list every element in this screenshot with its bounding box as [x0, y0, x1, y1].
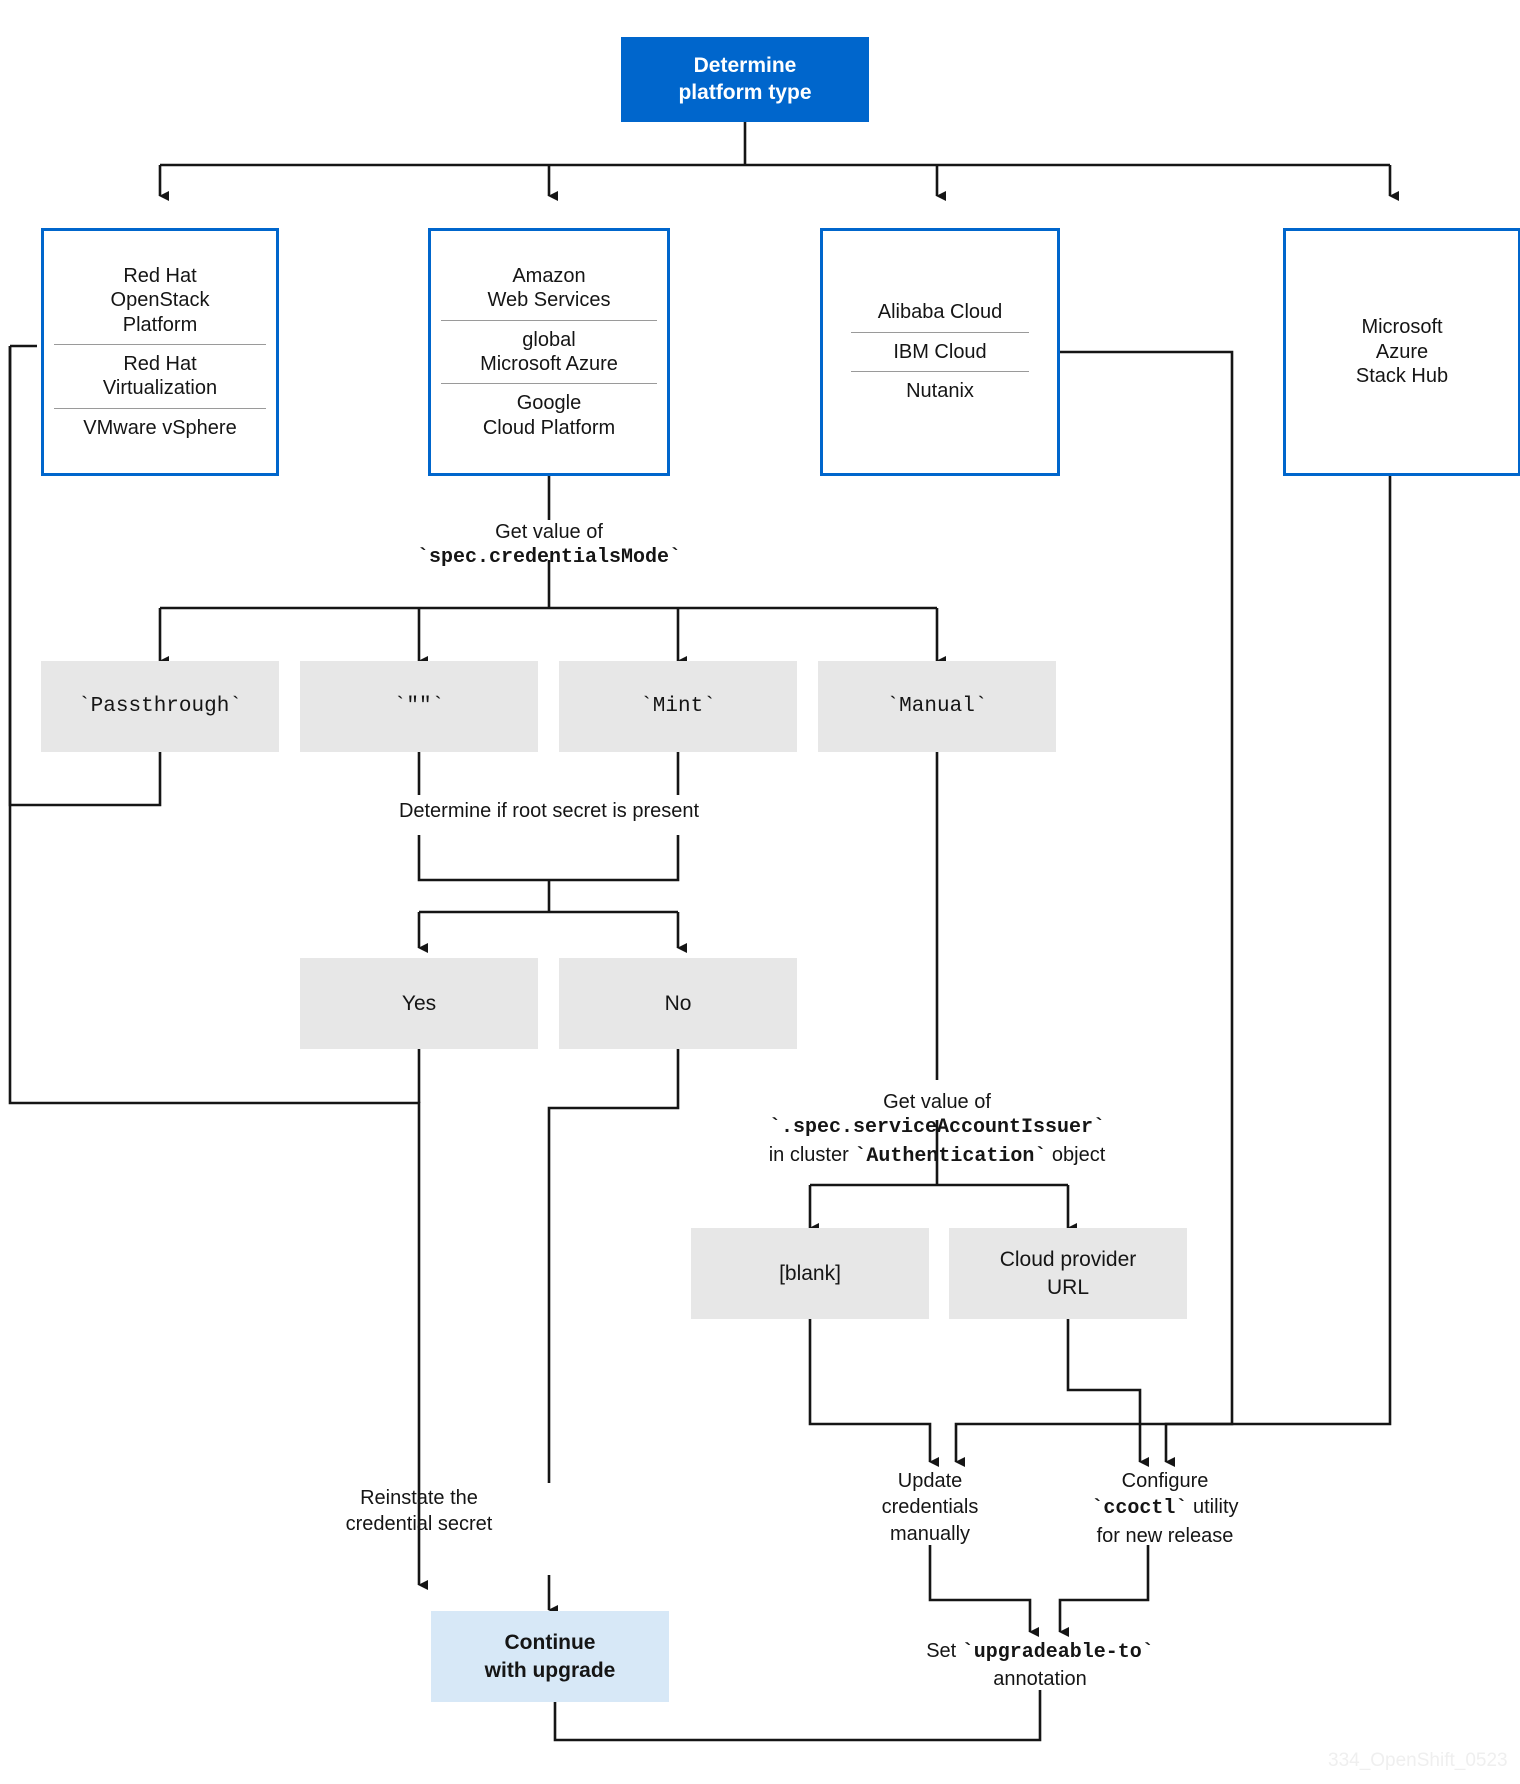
label-text-mono: `ccoctl`: [1091, 1497, 1188, 1521]
node-line: Cloud provider: [999, 1248, 1137, 1272]
label-line: Update: [897, 1470, 963, 1492]
node-line: with upgrade: [484, 1658, 616, 1682]
label-line: manually: [889, 1522, 971, 1545]
node-platform-azure-stack-hub[interactable]: Microsoft Azure Stack Hub: [1283, 228, 1520, 476]
platform-line: Stack Hub: [1355, 365, 1449, 388]
label-line: in cluster `Authentication` object: [727, 1142, 1147, 1170]
label-get-credentials-mode: Get value of `spec.credentialsMode`: [389, 519, 709, 572]
label-get-service-account-issuer: Get value of `.spec.serviceAccountIssuer…: [727, 1089, 1147, 1170]
platform-line: Microsoft: [1361, 316, 1443, 339]
platform-line: Nutanix: [906, 380, 974, 403]
platform-line: Virtualization: [102, 377, 218, 400]
platform-line: Platform: [122, 313, 198, 336]
platform-entry: Microsoft Azure Stack Hub: [1296, 308, 1508, 395]
node-mode-manual[interactable]: `Manual`: [818, 661, 1056, 752]
start-line-2: platform type: [678, 80, 812, 104]
label-text: object: [1046, 1143, 1106, 1166]
label-line: for new release: [1096, 1524, 1234, 1547]
platform-line: Google: [516, 392, 582, 415]
node-determine-platform-type[interactable]: Determine platform type: [621, 37, 869, 122]
platform-line: Red Hat: [123, 264, 197, 287]
node-root-secret-yes[interactable]: Yes: [300, 958, 538, 1049]
node-root-secret-no[interactable]: No: [559, 958, 797, 1049]
platform-entry: IBM Cloud: [851, 331, 1029, 371]
platform-line: Microsoft Azure: [480, 353, 618, 375]
label-text: Set: [926, 1640, 962, 1662]
label-configure-ccoctl: Configure `ccoctl` utility for new relea…: [1025, 1468, 1305, 1549]
platform-entry: Google Cloud Platform: [441, 383, 657, 447]
label-line: Configure: [1121, 1470, 1209, 1492]
label-text-mono: `Authentication`: [854, 1144, 1047, 1168]
node-line: Continue: [504, 1631, 596, 1655]
label-line: Get value of: [883, 1091, 991, 1113]
platform-line: Cloud Platform: [482, 416, 616, 439]
node-continue-with-upgrade[interactable]: Continue with upgrade: [431, 1611, 669, 1702]
label-text: utility: [1187, 1496, 1239, 1519]
platform-entry: Red Hat Virtualization: [54, 344, 266, 408]
label-text-mono: `upgradeable-to`: [961, 1641, 1154, 1664]
node-issuer-cloud-provider-url[interactable]: Cloud provider URL: [949, 1228, 1187, 1319]
label-set-upgradeable-to-annotation: Set `upgradeable-to` annotation: [880, 1638, 1200, 1693]
platform-line: Azure: [1375, 340, 1429, 363]
platform-line: Amazon: [512, 264, 586, 287]
label-text: in cluster: [768, 1143, 855, 1166]
label-line: `ccoctl` utility: [1025, 1494, 1305, 1522]
label-line: Set `upgradeable-to`: [880, 1638, 1200, 1666]
platform-entry: Alibaba Cloud: [851, 293, 1029, 331]
node-issuer-blank[interactable]: [blank]: [691, 1228, 929, 1319]
platform-entry: Amazon Web Services: [441, 257, 657, 320]
label-line: credential secret: [345, 1513, 493, 1536]
platform-entry: Red Hat OpenStack Platform: [54, 257, 266, 344]
platform-line: IBM Cloud: [893, 340, 987, 363]
platform-entry: VMware vSphere: [54, 407, 266, 447]
label-line-mono: `spec.credentialsMode`: [416, 546, 682, 570]
label-line: annotation: [993, 1668, 1087, 1691]
platform-line: OpenStack: [110, 289, 210, 312]
platform-entry: Nutanix: [851, 371, 1029, 410]
node-platform-group-alibaba-ibm-nutanix[interactable]: Alibaba Cloud IBM Cloud Nutanix: [820, 228, 1060, 476]
label-line: credentials: [881, 1496, 979, 1519]
node-platform-group-aws-azure-gcp[interactable]: Amazon Web Services global Microsoft Azu…: [428, 228, 670, 476]
platform-entry: global Microsoft Azure: [441, 319, 657, 384]
label-update-credentials-manually: Update credentials manually: [810, 1468, 1050, 1547]
label-reinstate-credential-secret: Reinstate the credential secret: [279, 1485, 559, 1538]
platform-line: VMware vSphere: [83, 416, 237, 439]
platform-line: Alibaba Cloud: [877, 301, 1003, 324]
platform-line: Red Hat: [123, 353, 197, 375]
label-determine-root-secret: Determine if root secret is present: [398, 800, 700, 822]
node-mode-empty-string[interactable]: `""`: [300, 661, 538, 752]
label-line: Get value of: [495, 521, 603, 543]
label-line: Reinstate the: [360, 1487, 478, 1509]
node-mode-passthrough[interactable]: `Passthrough`: [41, 661, 279, 752]
label-line-mono: `.spec.serviceAccountIssuer`: [768, 1116, 1106, 1140]
node-platform-group-openstack[interactable]: Red Hat OpenStack Platform Red Hat Virtu…: [41, 228, 279, 476]
node-line: URL: [1046, 1275, 1089, 1299]
platform-line: Web Services: [487, 289, 611, 312]
platform-line: global: [522, 328, 576, 351]
start-line-1: Determine: [693, 53, 797, 77]
node-mode-mint[interactable]: `Mint`: [559, 661, 797, 752]
watermark-text: 334_OpenShift_0523: [1328, 1750, 1508, 1771]
